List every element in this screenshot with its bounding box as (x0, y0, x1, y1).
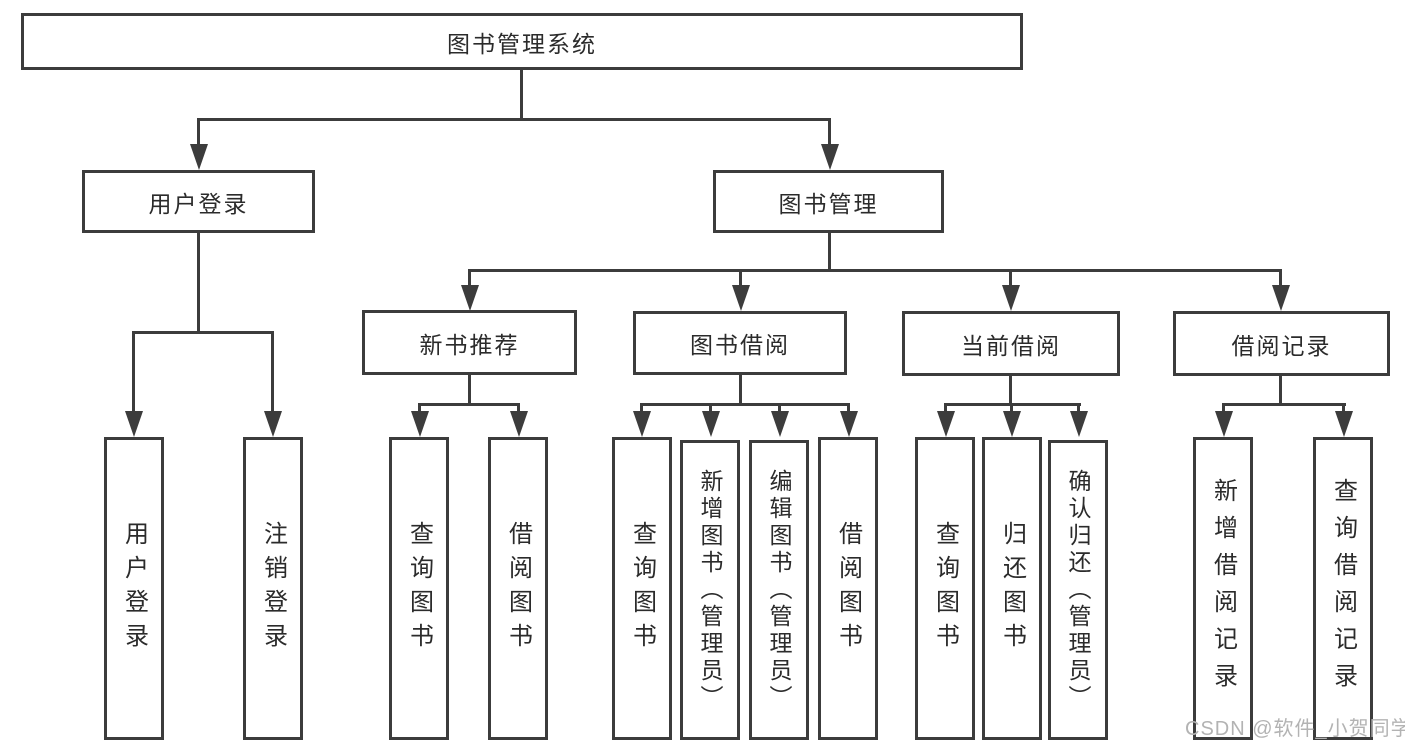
connector-line (468, 269, 471, 289)
connector-line (271, 331, 274, 413)
connector-line (197, 233, 200, 334)
node-root: 图书管理系统 (21, 13, 1023, 70)
arrow-down-icon (125, 411, 143, 437)
leaf-record-add-record: 新增借阅记录 (1193, 437, 1253, 740)
connector-line (739, 269, 742, 289)
leaf-current-query-book-label: 查询图书 (931, 520, 959, 657)
node-book-borrow-label: 图书借阅 (690, 332, 790, 358)
connector-line (640, 403, 643, 415)
leaf-current-return-book: 归还图书 (982, 437, 1042, 740)
connector-line (828, 233, 831, 272)
arrow-down-icon (1002, 285, 1020, 311)
arrow-down-icon (190, 144, 208, 170)
connector-line (1009, 269, 1012, 289)
connector-line (847, 403, 850, 415)
connector-line (1010, 403, 1013, 415)
connector-line (132, 331, 274, 334)
connector-line (468, 269, 1282, 272)
node-book-management: 图书管理 (713, 170, 944, 233)
leaf-record-query-record: 查询借阅记录 (1313, 437, 1373, 740)
arrow-down-icon (1272, 285, 1290, 311)
arrow-down-icon (821, 144, 839, 170)
connector-line (709, 403, 712, 415)
node-new-book-recommend-label: 新书推荐 (419, 331, 520, 358)
connector-line (1342, 403, 1345, 415)
leaf-recommend-borrow-book-label: 借阅图书 (504, 520, 532, 657)
connector-line (778, 403, 781, 415)
leaf-borrow-edit-book: 编辑图书（管理员） (749, 440, 809, 740)
arrow-down-icon (1215, 411, 1233, 437)
leaf-borrow-add-book: 新增图书（管理员） (680, 440, 740, 740)
leaf-borrow-query-book-label: 查询图书 (628, 520, 656, 657)
leaf-borrow-add-book-label: 新增图书（管理员） (697, 468, 723, 712)
leaf-user-login: 用户登录 (104, 437, 164, 740)
node-root-label: 图书管理系统 (447, 30, 597, 57)
connector-line (520, 68, 523, 120)
arrow-down-icon (937, 411, 955, 437)
connector-line (1009, 376, 1012, 406)
arrow-down-icon (1003, 411, 1021, 437)
node-book-management-label: 图书管理 (778, 190, 879, 217)
node-borrow-record: 借阅记录 (1173, 311, 1390, 376)
connector-line (132, 331, 135, 413)
connector-line (1222, 403, 1346, 406)
connector-line (1279, 376, 1282, 406)
connector-line (944, 403, 947, 415)
connector-line (468, 375, 471, 406)
leaf-current-query-book: 查询图书 (915, 437, 975, 740)
connector-line (640, 403, 850, 406)
connector-line (739, 375, 742, 406)
connector-line (418, 403, 520, 406)
leaf-record-add-record-label: 新增借阅记录 (1209, 477, 1237, 700)
leaf-record-query-record-label: 查询借阅记录 (1329, 477, 1357, 700)
arrow-down-icon (702, 411, 720, 437)
arrow-down-icon (510, 411, 528, 437)
node-borrow-record-label: 借阅记录 (1231, 332, 1332, 359)
arrow-down-icon (771, 411, 789, 437)
leaf-borrow-borrow-book-label: 借阅图书 (834, 520, 862, 657)
arrow-down-icon (411, 411, 429, 437)
leaf-recommend-borrow-book: 借阅图书 (488, 437, 548, 740)
csdn-watermark: CSDN @软件_小贺同学 (1185, 718, 1405, 740)
leaf-current-confirm-return-label: 确认归还（管理员） (1065, 468, 1091, 712)
node-user-login-label: 用户登录 (148, 190, 249, 217)
leaf-user-login-label: 用户登录 (120, 520, 148, 657)
node-current-borrow-label: 当前借阅 (961, 332, 1061, 359)
connector-line (197, 118, 831, 121)
leaf-logout-label: 注销登录 (259, 520, 287, 657)
node-current-borrow: 当前借阅 (902, 311, 1120, 376)
connector-line (1222, 403, 1225, 415)
leaf-borrow-query-book: 查询图书 (612, 437, 672, 740)
connector-line (517, 403, 520, 415)
arrow-down-icon (633, 411, 651, 437)
node-user-login: 用户登录 (82, 170, 315, 233)
arrow-down-icon (1335, 411, 1353, 437)
arrow-down-icon (1070, 411, 1088, 437)
node-book-borrow: 图书借阅 (633, 311, 847, 375)
connector-line (828, 118, 831, 148)
connector-line (1077, 403, 1080, 415)
leaf-borrow-edit-book-label: 编辑图书（管理员） (766, 468, 792, 712)
leaf-borrow-borrow-book: 借阅图书 (818, 437, 878, 740)
leaf-recommend-query-book: 查询图书 (389, 437, 449, 740)
connector-line (1279, 269, 1282, 289)
connector-line (418, 403, 421, 415)
arrow-down-icon (840, 411, 858, 437)
node-new-book-recommend: 新书推荐 (362, 310, 577, 375)
leaf-logout: 注销登录 (243, 437, 303, 740)
leaf-current-return-book-label: 归还图书 (998, 520, 1026, 657)
leaf-current-confirm-return: 确认归还（管理员） (1048, 440, 1108, 740)
leaf-recommend-query-book-label: 查询图书 (405, 520, 433, 657)
arrow-down-icon (461, 285, 479, 311)
connector-line (197, 118, 200, 148)
arrow-down-icon (732, 285, 750, 311)
arrow-down-icon (264, 411, 282, 437)
